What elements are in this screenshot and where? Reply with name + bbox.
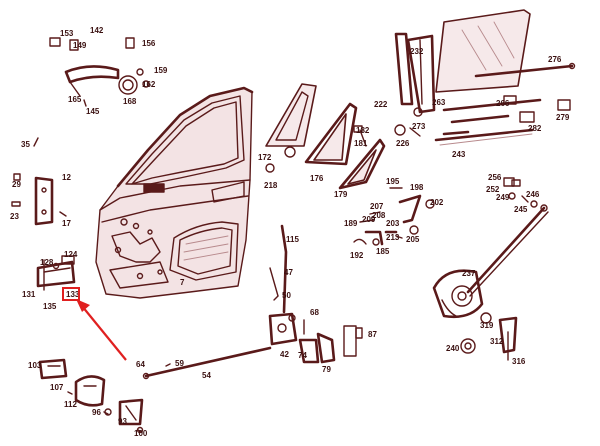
label-209: 209 [362,215,376,224]
label-203: 203 [386,219,400,228]
hinges [11,137,67,226]
label-263: 263 [432,98,446,107]
label-64: 64 [136,360,145,369]
label-256: 256 [488,173,502,182]
label-208: 208 [372,211,386,220]
label-237: 237 [462,269,476,278]
label-243: 243 [452,150,466,159]
label-156: 156 [142,39,156,48]
label-159: 159 [154,66,168,75]
label-249: 249 [496,193,510,202]
label-124: 124 [64,250,78,259]
label-276: 276 [548,55,562,64]
door-shell [95,86,254,299]
label-7: 7 [180,278,185,287]
label-240: 240 [446,344,460,353]
label-79: 79 [322,365,331,374]
label-266: 266 [496,99,510,108]
highlight-callout [62,287,127,361]
window-glass [394,9,576,146]
label-165: 165 [68,95,82,104]
label-319: 319 [480,321,494,330]
label-93: 93 [118,417,127,426]
label-246: 246 [526,190,540,199]
label-128: 128 [40,258,54,267]
vent-window [265,83,386,190]
label-12: 12 [62,173,71,182]
outside-handle [49,37,150,107]
label-153: 153 [60,29,74,38]
label-149: 149 [73,41,87,50]
label-207: 207 [370,202,384,211]
label-87: 87 [368,330,377,339]
label-103: 103 [28,361,42,370]
label-107: 107 [50,383,64,392]
label-112: 112 [64,400,77,409]
label-222: 222 [374,100,388,109]
label-35: 35 [21,140,30,149]
label-168: 168 [123,97,137,106]
label-131: 131 [22,290,36,299]
door-check-strap [36,255,76,291]
highlight-box [62,287,80,301]
label-181: 181 [354,139,368,148]
label-162: 162 [142,80,156,89]
label-192: 192 [350,251,364,260]
label-273: 273 [412,122,426,131]
label-245: 245 [514,205,528,214]
part-number-labels: 153 142 149 156 159 162 165 168 145 35 2… [10,26,570,438]
label-176: 176 [310,174,324,183]
label-59: 59 [175,359,184,368]
label-74: 74 [298,351,307,360]
label-100: 100 [134,429,148,438]
label-226: 226 [396,139,410,148]
label-47: 47 [284,268,293,277]
label-115: 115 [286,235,299,244]
label-50: 50 [282,291,291,300]
label-316: 316 [512,357,526,366]
label-182: 182 [356,126,370,135]
label-179: 179 [334,190,348,199]
diagram-drawing [11,9,576,434]
label-213: 213 [386,233,400,242]
label-29: 29 [12,180,21,189]
label-185: 185 [376,247,390,256]
label-218: 218 [264,181,278,190]
window-regulator [432,177,549,361]
label-195: 195 [386,177,400,186]
label-68: 68 [310,308,319,317]
label-198: 198 [410,183,424,192]
inner-handle [38,358,144,434]
label-135: 135 [43,302,57,311]
label-96: 96 [92,408,101,417]
label-145: 145 [86,107,100,116]
label-17: 17 [62,219,71,228]
label-252: 252 [486,185,500,194]
label-279: 279 [556,113,570,122]
label-312: 312 [490,337,504,346]
callout-arrow [81,305,127,361]
label-23: 23 [10,212,19,221]
label-202: 202 [430,198,444,207]
callout-arrow-head [76,299,90,312]
label-205: 205 [406,235,420,244]
label-42: 42 [280,350,289,359]
latch-rods [142,224,363,380]
label-282: 282 [528,124,542,133]
lock-linkage [353,187,435,246]
label-232: 232 [410,47,424,56]
label-54: 54 [202,371,211,380]
label-142: 142 [90,26,104,35]
label-172: 172 [258,153,272,162]
label-133: 133 [66,290,80,299]
label-189: 189 [344,219,358,228]
